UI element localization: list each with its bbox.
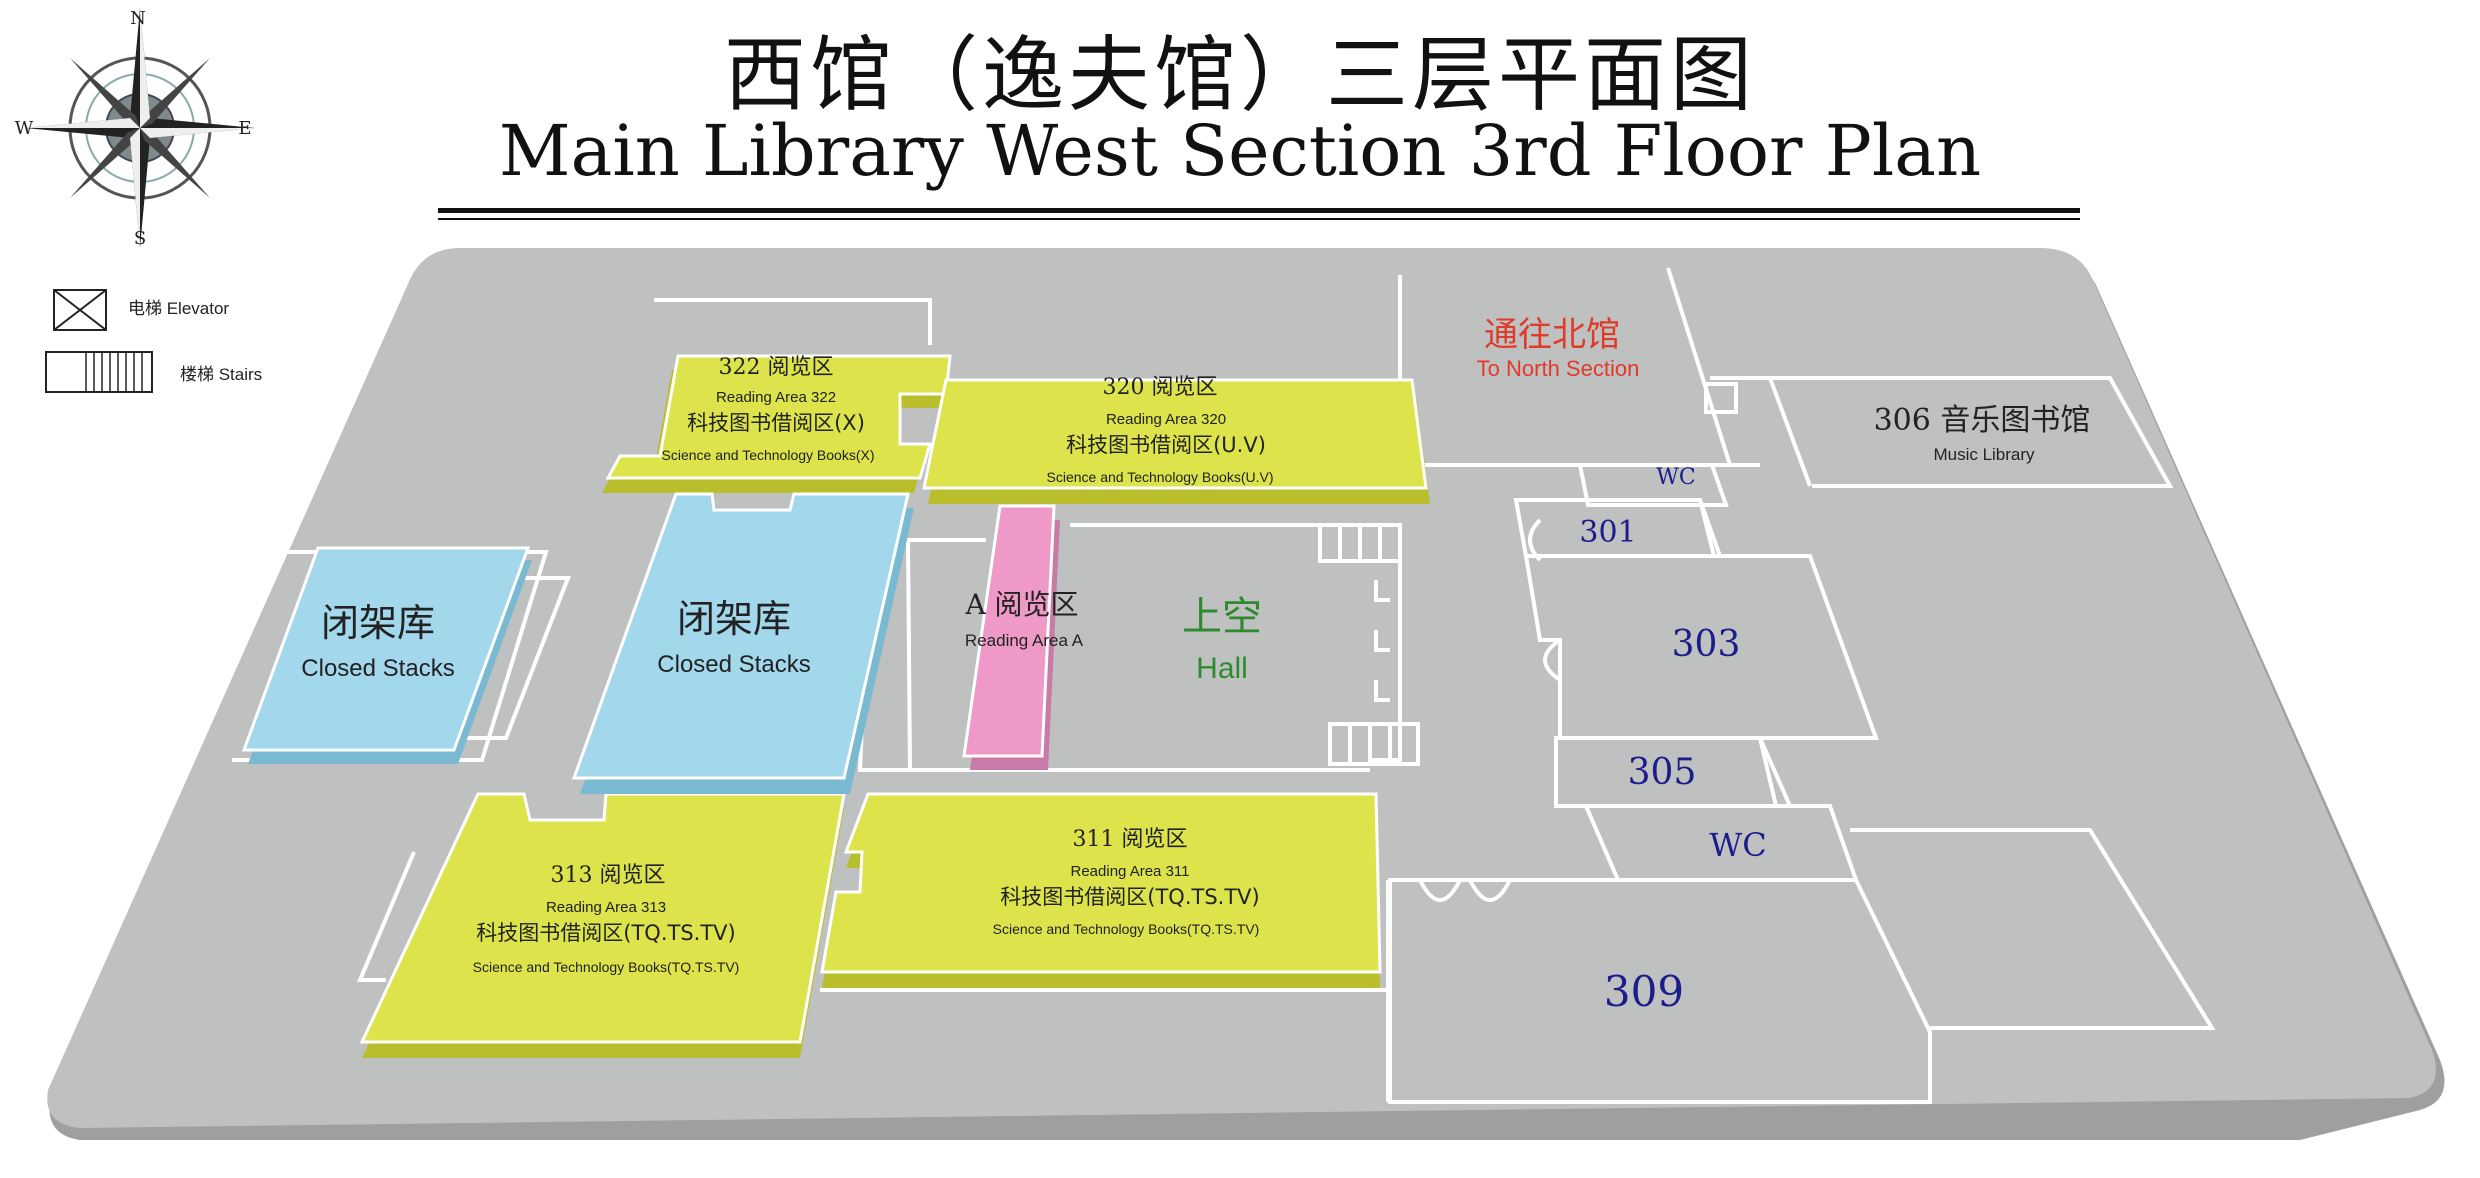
reading-a-cn: A 阅览区 — [964, 588, 1078, 621]
north-en: To North Section — [1477, 356, 1640, 381]
r311-cn2: 科技图书借阅区(TQ.TS.TV) — [1000, 885, 1259, 909]
compass-n-label: N — [130, 8, 146, 29]
compass-rose-icon — [25, 8, 255, 248]
r311-en: Reading Area 311 — [1071, 863, 1190, 880]
stacks-left-en: Closed Stacks — [301, 655, 454, 682]
compass-w-label: W — [15, 118, 34, 139]
closed-stacks-middle — [571, 492, 914, 794]
outline-top-322 — [654, 298, 932, 345]
legend-stairs-label: 楼梯 Stairs — [180, 365, 262, 384]
legend: 电梯 Elevator 楼梯 Stairs — [45, 289, 262, 393]
r322-en: Reading Area 322 — [716, 389, 836, 406]
r313-en: Reading Area 313 — [546, 899, 666, 916]
outline-right-room — [1850, 828, 2216, 1030]
r322-cn2: 科技图书借阅区(X) — [687, 411, 865, 435]
reading-area-a — [962, 504, 1060, 770]
stacks-middle-cn: 闭架库 — [677, 597, 791, 641]
r320-cn2: 科技图书借阅区(U.V) — [1066, 433, 1266, 457]
legend-elevator-label: 电梯 Elevator — [128, 299, 229, 318]
closed-stacks-left — [241, 546, 532, 764]
wc-bottom: WC — [1709, 826, 1766, 864]
r311-cn: 311 阅览区 — [1073, 827, 1188, 852]
outline-north-right — [1666, 267, 1732, 466]
reading-area-322 — [602, 354, 952, 493]
r320-cn: 320 阅览区 — [1103, 375, 1218, 400]
outline-wc-top — [1577, 463, 1729, 507]
outline-306 — [1710, 376, 2174, 488]
reading-a-en: Reading Area A — [965, 631, 1084, 650]
r313-cn2: 科技图书借阅区(TQ.TS.TV) — [476, 921, 735, 945]
wc-top: WC — [1656, 465, 1695, 490]
compass-s-label: S — [134, 228, 146, 249]
r313-en2: Science and Technology Books(TQ.TS.TV) — [473, 959, 740, 975]
outline-hall — [1070, 523, 1402, 762]
map-title-chinese: 西馆（逸夫馆）三层平面图 — [723, 28, 1756, 123]
stacks-left-cn: 闭架库 — [321, 601, 435, 645]
stacks-middle-en: Closed Stacks — [657, 651, 810, 678]
hall-en: Hall — [1196, 652, 1248, 685]
room-303: 303 — [1672, 624, 1741, 665]
r311-en2: Science and Technology Books(TQ.TS.TV) — [993, 921, 1260, 937]
r306-en: Music Library — [1933, 445, 2035, 464]
map-title-english: Main Library West Section 3rd Floor Plan — [498, 110, 1982, 192]
reading-area-311 — [820, 792, 1382, 988]
hall-cn: 上空 — [1182, 594, 1262, 640]
r320-en: Reading Area 320 — [1106, 411, 1226, 428]
r313-cn: 313 阅览区 — [551, 863, 666, 888]
stairs-icon — [45, 351, 153, 393]
north-cn: 通往北馆 — [1484, 315, 1620, 355]
hall-stairs-bottom — [1328, 722, 1420, 766]
reading-area-320 — [922, 378, 1430, 504]
room-labels: 322 阅览区 Reading Area 322 科技图书借阅区(X) Scie… — [301, 315, 2090, 1016]
r306-cn: 306 音乐图书馆 — [1874, 403, 2091, 438]
elevator-icon — [53, 289, 107, 331]
r322-cn: 322 阅览区 — [719, 355, 834, 380]
r322-en2: Science and Technology Books(X) — [662, 447, 875, 463]
room-305: 305 — [1628, 752, 1697, 793]
compass-e-label: E — [238, 118, 251, 139]
room-301: 301 — [1579, 515, 1636, 550]
room-309: 309 — [1604, 967, 1684, 1016]
title-underline — [438, 208, 2080, 220]
r320-en2: Science and Technology Books(U.V) — [1047, 469, 1274, 485]
